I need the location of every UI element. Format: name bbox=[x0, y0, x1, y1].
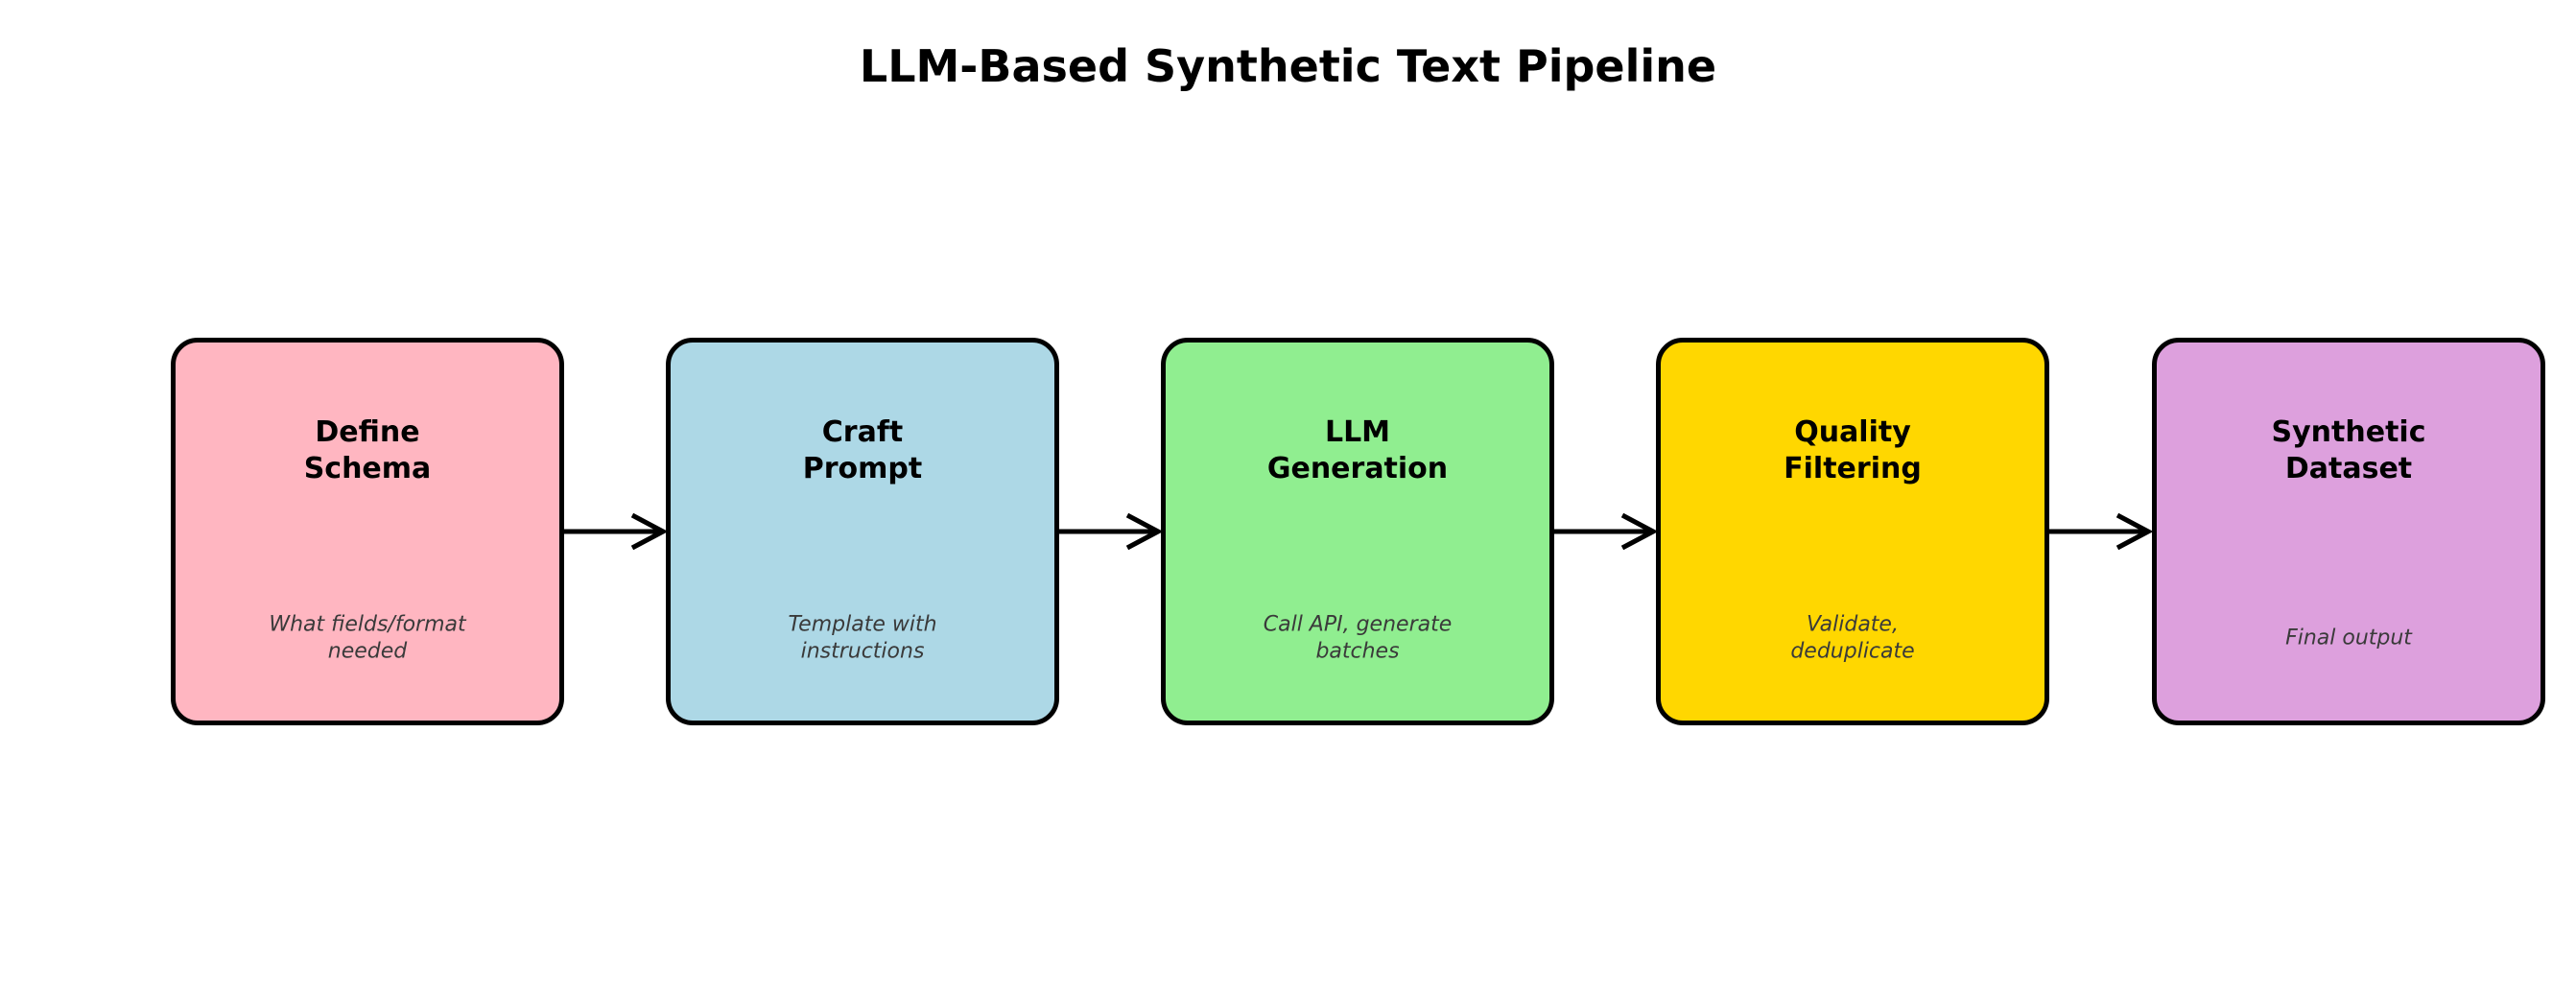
stage-caption: Call API, generate batches bbox=[1263, 612, 1453, 664]
flow-arrow-icon bbox=[1554, 503, 1657, 560]
flow-arrow-icon bbox=[2049, 503, 2152, 560]
stage-label: Craft Prompt bbox=[802, 414, 923, 485]
stage-llm-generation: LLM Generation Call API, generate batche… bbox=[1161, 338, 1554, 725]
stage-craft-prompt: Craft Prompt Template with instructions bbox=[666, 338, 1059, 725]
stage-label: LLM Generation bbox=[1266, 414, 1449, 485]
stage-synthetic-dataset: Synthetic Dataset Final output bbox=[2152, 338, 2545, 725]
stage-caption: Final output bbox=[2285, 626, 2412, 650]
diagram-title: LLM-Based Synthetic Text Pipeline bbox=[859, 40, 1717, 92]
flow-arrow-icon bbox=[564, 503, 667, 560]
stage-label: Synthetic Dataset bbox=[2271, 414, 2426, 485]
stage-quality-filtering: Quality Filtering Validate, deduplicate bbox=[1656, 338, 2049, 725]
stage-caption: Validate, deduplicate bbox=[1790, 612, 1915, 664]
stage-label: Quality Filtering bbox=[1784, 414, 1922, 485]
stage-caption: What fields/format needed bbox=[269, 612, 466, 664]
stage-label: Define Schema bbox=[303, 414, 432, 485]
stage-caption: Template with instructions bbox=[788, 612, 937, 664]
flow-arrow-icon bbox=[1059, 503, 1162, 560]
stage-define-schema: Define Schema What fields/format needed bbox=[171, 338, 564, 725]
